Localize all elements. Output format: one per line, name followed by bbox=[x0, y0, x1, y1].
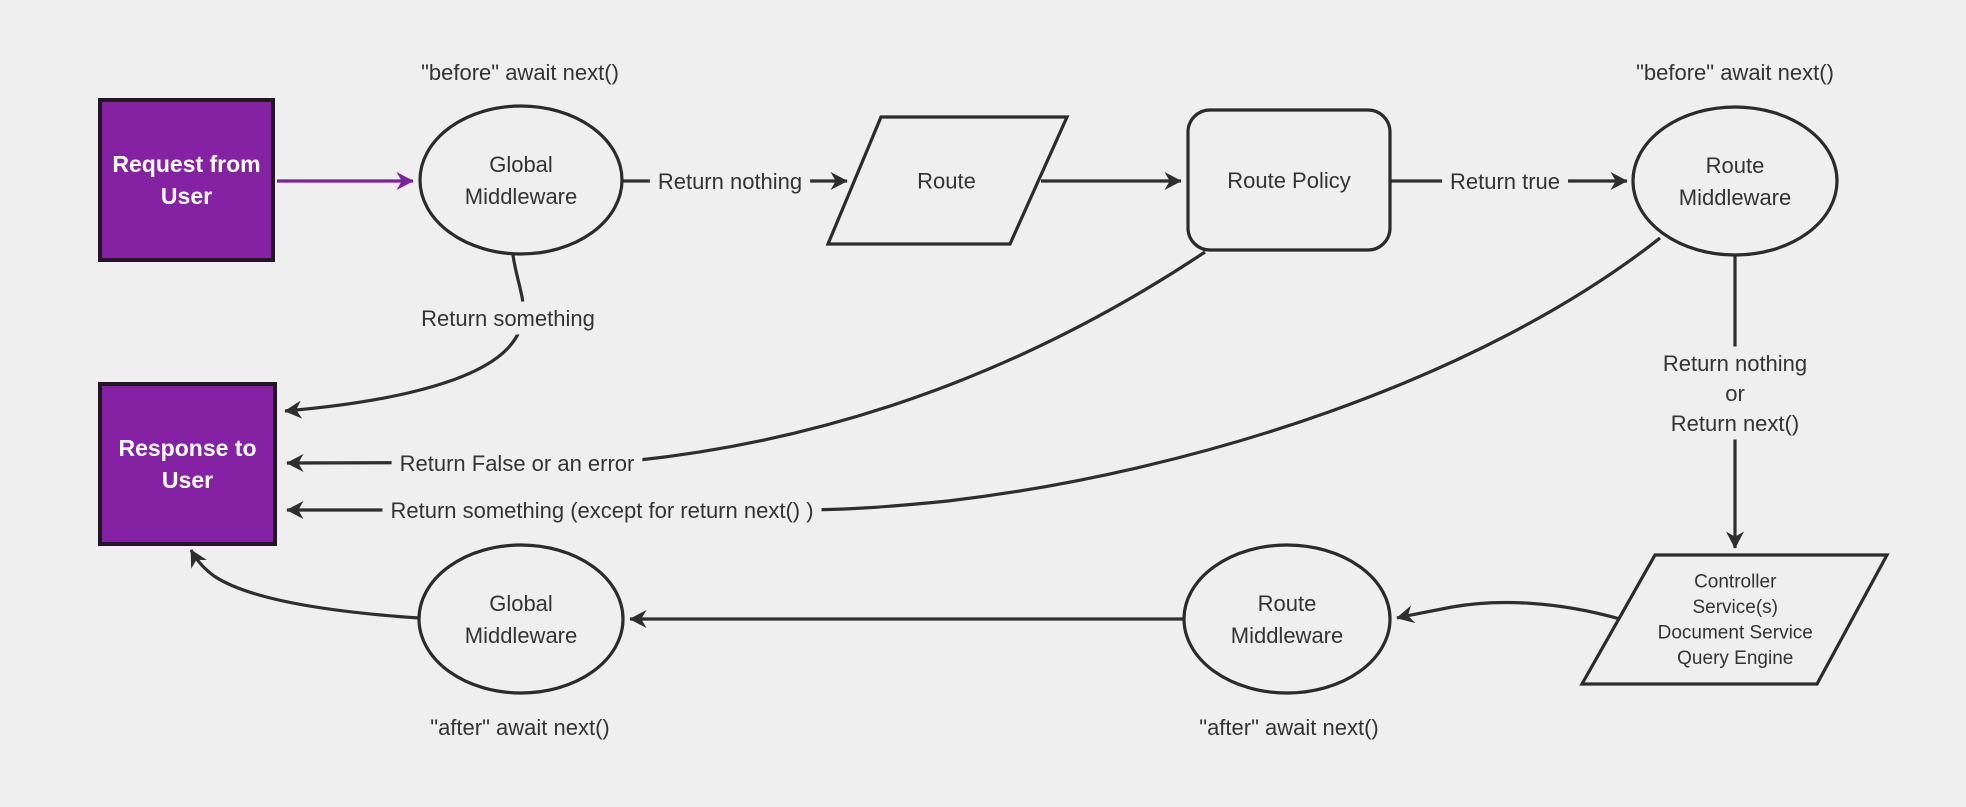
label-return-nothing-top-text: Return nothing bbox=[658, 169, 802, 194]
label-after-await-next-right: "after" await next() bbox=[1191, 710, 1387, 744]
label-return-true: Return true bbox=[1441, 164, 1569, 198]
edge-global-return-something bbox=[284, 254, 525, 419]
label-background bbox=[382, 493, 822, 527]
label-before-await-next-right: "before" await next() bbox=[1628, 55, 1842, 89]
label-return-false-or-error-text: Return False or an error bbox=[400, 451, 635, 476]
label-return-something: Return something bbox=[413, 301, 603, 335]
label-return-something-except: Return something (except for return next… bbox=[382, 493, 822, 527]
label-return-true-text: Return true bbox=[1450, 169, 1560, 194]
label-return-false-or-error: Return False or an error bbox=[391, 446, 643, 480]
label-background bbox=[1441, 164, 1569, 198]
label-background bbox=[1654, 346, 1816, 440]
label-before-await-next-left: "before" await next() bbox=[413, 55, 627, 89]
label-after-await-next-right-text: "after" await next() bbox=[1199, 715, 1378, 740]
route-policy-node-shape bbox=[1186, 108, 1392, 252]
controller-services-node-shape bbox=[1579, 553, 1890, 686]
route-policy-node-label: Route Policy bbox=[1227, 168, 1351, 193]
label-return-nothing-top: Return nothing bbox=[649, 164, 811, 198]
label-background bbox=[391, 446, 643, 480]
edge-policy-return-false bbox=[286, 250, 1206, 472]
response-to-user-node-shape bbox=[98, 382, 277, 546]
edge-global-bottom-to-response bbox=[189, 549, 420, 620]
edge-controller-to-route-middleware bbox=[1396, 600, 1621, 624]
global-middleware-top-node-shape bbox=[418, 104, 624, 256]
label-background bbox=[1191, 710, 1387, 744]
global-middleware-bottom-node-shape bbox=[417, 543, 625, 695]
label-background bbox=[1628, 55, 1842, 89]
route-node-shape bbox=[825, 115, 1070, 246]
label-return-something-text: Return something bbox=[421, 306, 595, 331]
label-background bbox=[413, 301, 603, 335]
route-policy-node: Route Policy bbox=[1186, 108, 1392, 252]
request-from-user-node-shape bbox=[98, 98, 275, 262]
label-before-await-next-right-text: "before" await next() bbox=[1636, 60, 1834, 85]
route-node: Route bbox=[825, 115, 1070, 246]
route-node-label: Route bbox=[917, 168, 976, 193]
label-background bbox=[413, 55, 627, 89]
route-middleware-top-node-shape bbox=[1631, 105, 1839, 257]
label-before-await-next-left-text: "before" await next() bbox=[421, 60, 619, 85]
edge-routemw-return-something bbox=[286, 236, 1661, 519]
label-return-something-except-text: Return something (except for return next… bbox=[390, 498, 813, 523]
label-after-await-next-left: "after" await next() bbox=[422, 710, 618, 744]
label-background bbox=[422, 710, 618, 744]
route-middleware-bottom-node-shape bbox=[1182, 543, 1392, 695]
label-background bbox=[649, 164, 811, 198]
label-after-await-next-left-text: "after" await next() bbox=[430, 715, 609, 740]
